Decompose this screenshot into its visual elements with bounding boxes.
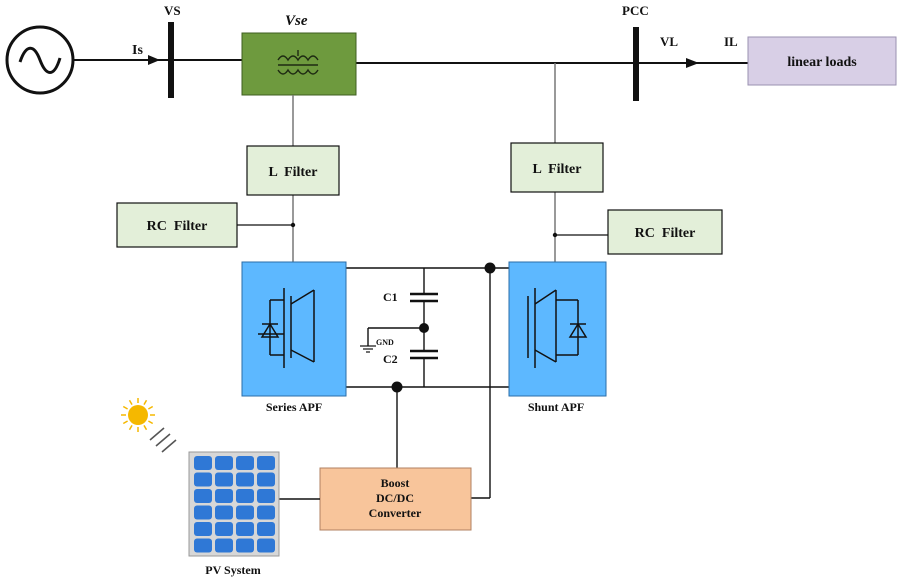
shunt-l-filter-block	[510, 142, 604, 193]
linear-loads-label: linear loads	[787, 55, 857, 70]
shunt-rc-filter-block	[607, 209, 723, 255]
shunt-apf-label: Shunt APF	[528, 400, 584, 414]
shunt-apf-block	[508, 261, 607, 397]
series-rc-filter-label: RC Filter	[147, 219, 208, 234]
shunt-rc-filter-label: RC Filter	[635, 226, 696, 241]
shunt-rc-node	[552, 232, 558, 238]
sun-ray	[148, 420, 154, 425]
pv-system-label: PV System	[205, 563, 260, 577]
pv-cell	[236, 522, 254, 536]
sun-ray	[122, 420, 128, 425]
series-apf-label: Series APF	[266, 400, 322, 414]
ac-source-icon	[5, 25, 75, 95]
sun-ray	[128, 399, 133, 405]
series-igbt-icon	[258, 288, 315, 368]
pv-cell	[194, 489, 212, 503]
pv-cell	[257, 489, 275, 503]
series-rc-node	[290, 222, 296, 228]
pv-cell	[215, 489, 233, 503]
pv-cell	[257, 456, 275, 470]
dc-positive-node	[484, 262, 496, 274]
dc-negative-node	[391, 381, 403, 393]
capacitor-c1-label: C1	[383, 290, 398, 304]
sun-ray	[143, 425, 148, 431]
capacitor-c2-label: C2	[383, 352, 398, 366]
pv-cell	[215, 472, 233, 487]
ground-label: GND	[376, 338, 394, 347]
boost-label-line1: Boost	[381, 476, 410, 490]
pv-cell	[257, 505, 275, 520]
pv-cell	[257, 472, 275, 487]
series-voltage-label: Vse	[285, 13, 308, 29]
pv-cell	[236, 538, 254, 553]
sun-ray	[128, 425, 133, 431]
dc-link-wires	[346, 267, 509, 499]
series-transformer	[241, 32, 357, 96]
pv-cell	[194, 456, 212, 470]
capacitor-c1-icon	[410, 292, 438, 303]
series-diode-icon	[260, 322, 280, 338]
sun-ray	[148, 405, 154, 410]
pcc-bus-bar	[633, 27, 639, 101]
capacitor-c2-icon	[410, 349, 438, 360]
pv-cell	[194, 505, 212, 520]
sun-icon	[121, 398, 155, 432]
source-current-label: Is	[132, 43, 143, 58]
pv-cell	[215, 505, 233, 520]
series-apf-block	[241, 261, 347, 397]
shunt-igbt-icon	[527, 288, 579, 368]
boost-label-line2: DC/DC	[376, 491, 414, 505]
pv-cell	[215, 456, 233, 470]
main-line	[74, 59, 748, 64]
source-bus-bar	[168, 22, 174, 98]
pv-cell	[215, 522, 233, 536]
pcc-bus-label: PCC	[622, 3, 649, 18]
pv-cell	[194, 472, 212, 487]
sun-ray	[143, 399, 148, 405]
series-rc-filter-block	[116, 202, 238, 248]
sunlight-arrows-icon	[149, 427, 177, 453]
source-current-arrow-icon	[148, 55, 160, 65]
pv-cell	[236, 472, 254, 487]
series-l-filter-block	[246, 145, 340, 196]
pv-cell	[236, 456, 254, 470]
pv-cell	[257, 522, 275, 536]
load-current-label: IL	[724, 34, 738, 49]
source-bus-label: VS	[164, 3, 181, 18]
linear-loads-block	[747, 36, 897, 86]
pv-cell	[236, 505, 254, 520]
ground-icon	[360, 345, 376, 353]
shunt-l-filter-label: L Filter	[533, 162, 582, 177]
pv-cell	[215, 538, 233, 553]
transformer-icon	[277, 50, 319, 75]
boost-label-line3: Converter	[369, 506, 422, 520]
pv-cell	[236, 489, 254, 503]
boost-converter-block	[319, 467, 472, 531]
series-l-filter-label: L Filter	[269, 165, 318, 180]
pv-cell	[257, 538, 275, 553]
sun-ray	[122, 405, 128, 410]
load-voltage-label: VL	[660, 34, 678, 49]
pv-panel-icon	[188, 451, 280, 557]
pv-cell	[194, 522, 212, 536]
shunt-diode-icon	[568, 322, 588, 338]
pv-cell	[194, 538, 212, 553]
load-voltage-arrow-icon	[686, 58, 699, 68]
dc-midpoint-node	[419, 323, 429, 333]
